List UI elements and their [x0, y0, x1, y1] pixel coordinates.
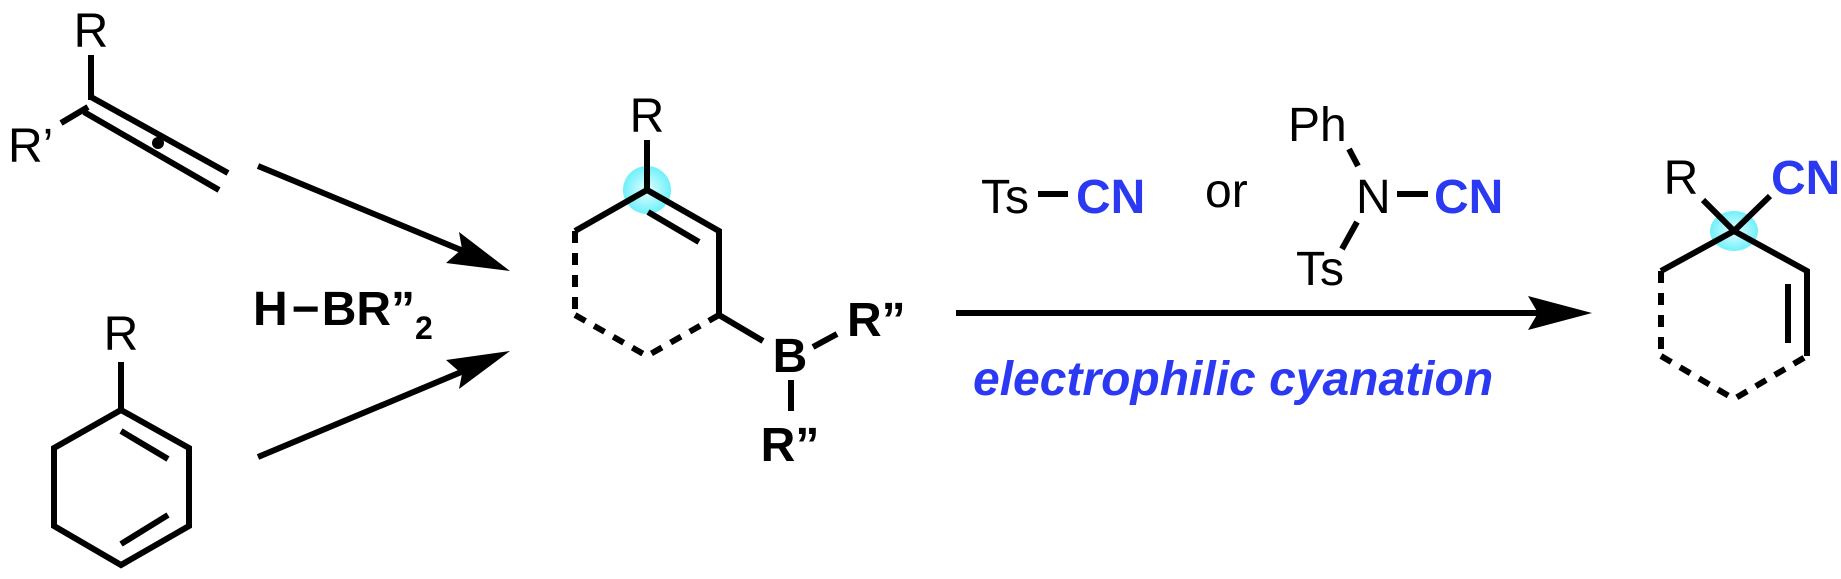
bond	[646, 209, 701, 245]
bond	[1346, 147, 1361, 168]
nitrile-product: R CN	[1658, 152, 1840, 403]
allene-r-prime-label: R’	[8, 120, 53, 173]
boron-r-label: R”	[847, 294, 906, 347]
cyanation-reagents: Ts CN or Ph N CN Ts	[981, 99, 1503, 296]
ring	[51, 406, 192, 569]
bond	[1700, 197, 1737, 234]
allene-r-label: R	[74, 5, 109, 58]
product-r-label: R	[1664, 152, 1699, 205]
ncts-cn-label: CN	[1434, 171, 1503, 224]
ncts-ph-label: Ph	[1288, 99, 1347, 152]
or-label: or	[1205, 165, 1248, 218]
bond	[717, 312, 765, 344]
boron-label: B	[773, 330, 808, 383]
step-label: electrophilic cyanation	[973, 353, 1493, 406]
bond	[1659, 227, 1810, 356]
ncts-n-label: N	[1356, 171, 1391, 224]
ncts-ts-label: Ts	[1296, 243, 1344, 296]
hydroboration-arrows: H−BR”2	[253, 163, 510, 460]
bond	[1339, 220, 1360, 251]
bond	[1731, 193, 1773, 234]
product-cn-label: CN	[1771, 152, 1840, 205]
arrow-head	[446, 232, 510, 271]
allylborane-intermediate: R B R” R”	[572, 90, 906, 472]
tscn-ts-label: Ts	[981, 171, 1029, 224]
hydroborane-label: H−BR”2	[253, 283, 433, 346]
bond	[89, 94, 230, 176]
arrow-shaft	[256, 357, 492, 460]
diene-reactant: R	[51, 308, 192, 569]
bond	[82, 109, 221, 193]
dashed-bond	[1659, 353, 1809, 403]
tscn-cn-label: CN	[1076, 171, 1145, 224]
intermediate-r-label: R	[630, 90, 665, 143]
arrow-head	[446, 351, 510, 389]
allene-center-dot	[152, 137, 164, 149]
cyanation-arrow: electrophilic cyanation	[956, 296, 1592, 406]
bond	[119, 512, 170, 547]
allene-reactant: R R’	[8, 5, 230, 193]
arrow-shaft	[256, 163, 492, 265]
bond	[573, 186, 722, 315]
bond	[59, 104, 90, 126]
bond	[119, 428, 170, 462]
arrow-head	[1528, 296, 1592, 330]
bond	[811, 331, 839, 350]
diene-r-label: R	[104, 308, 139, 361]
boron-r-label-2: R”	[761, 419, 820, 472]
dashed-bond	[573, 312, 721, 360]
